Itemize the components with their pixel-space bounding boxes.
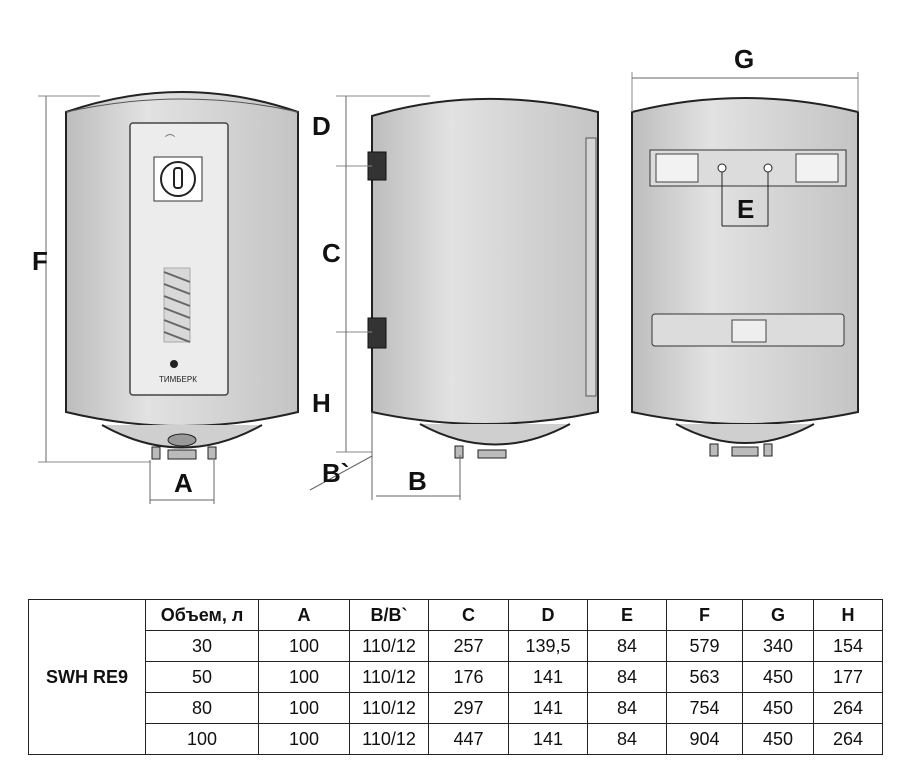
label-e: E xyxy=(737,194,754,224)
table-cell: 100 xyxy=(258,630,350,662)
table-cell: 579 xyxy=(666,630,743,662)
table-row: 50 100 110/12 176 141 84 563 450 177 xyxy=(29,661,883,693)
table-cell: 84 xyxy=(587,723,667,755)
table-cell: 84 xyxy=(587,692,667,724)
header-f: F xyxy=(666,599,743,631)
table-cell: 110/12 xyxy=(349,661,429,693)
table-cell: 141 xyxy=(508,692,588,724)
label-d: D xyxy=(312,111,331,141)
table-cell: 110/12 xyxy=(349,692,429,724)
table-row: 100 100 110/12 447 141 84 904 450 264 xyxy=(29,723,883,755)
table-cell: 100 xyxy=(145,723,259,755)
header-h: H xyxy=(813,599,883,631)
table-cell: 904 xyxy=(666,723,743,755)
svg-text:⌒: ⌒ xyxy=(165,134,175,146)
label-h: H xyxy=(312,388,331,418)
header-e: E xyxy=(587,599,667,631)
label-b-prime: B` xyxy=(322,458,349,488)
label-c: C xyxy=(322,238,341,268)
table-cell: 100 xyxy=(258,661,350,693)
header-volume: Объем, л xyxy=(145,599,259,631)
table-cell: 264 xyxy=(813,692,883,724)
table-cell: 100 xyxy=(258,692,350,724)
table-cell: 450 xyxy=(742,692,814,724)
table-cell: 141 xyxy=(508,661,588,693)
header-d: D xyxy=(508,599,588,631)
table-cell: 141 xyxy=(508,723,588,755)
table-cell: 257 xyxy=(428,630,509,662)
table-cell: 84 xyxy=(587,630,667,662)
table-cell: 30 xyxy=(145,630,259,662)
table-row: 30 100 110/12 257 139,5 84 579 340 154 xyxy=(29,630,883,662)
label-g: G xyxy=(734,44,754,74)
table-cell: 450 xyxy=(742,723,814,755)
model-cell: SWH RE9 xyxy=(28,599,146,755)
label-b: B xyxy=(408,466,427,496)
bottom-bracket xyxy=(367,317,387,349)
table-cell: 563 xyxy=(666,661,743,693)
spec-table: SWH RE9 Объем, л A B/B` C D E F G H 30 1… xyxy=(28,599,883,755)
table-cell: 297 xyxy=(428,692,509,724)
label-f: F xyxy=(32,246,48,276)
table-cell: 154 xyxy=(813,630,883,662)
label-a: A xyxy=(174,468,193,498)
table-cell: 50 xyxy=(145,661,259,693)
side-view: D C H B` B xyxy=(309,95,599,500)
header-b: B/B` xyxy=(349,599,429,631)
brand-logo-icon xyxy=(170,360,178,368)
table-cell: 139,5 xyxy=(508,630,588,662)
front-view: ⌒ ТИМБЕРК F A xyxy=(32,91,299,504)
table-cell: 177 xyxy=(813,661,883,693)
table-cell: 447 xyxy=(428,723,509,755)
technical-drawing: ⌒ ТИМБЕРК F A D C H xyxy=(32,44,859,504)
header-c: C xyxy=(428,599,509,631)
table-cell: 754 xyxy=(666,692,743,724)
back-view: E G xyxy=(631,44,859,457)
table-cell: 80 xyxy=(145,692,259,724)
table-cell: 176 xyxy=(428,661,509,693)
table-cell: 450 xyxy=(742,661,814,693)
table-cell: 110/12 xyxy=(349,630,429,662)
table-header-row: SWH RE9 Объем, л A B/B` C D E F G H xyxy=(28,599,883,755)
table-cell: 340 xyxy=(742,630,814,662)
table-cell: 84 xyxy=(587,661,667,693)
table-cell: 110/12 xyxy=(349,723,429,755)
header-g: G xyxy=(742,599,814,631)
header-a: A xyxy=(258,599,350,631)
brand-logo-text: ТИМБЕРК xyxy=(159,375,197,384)
table-row: 80 100 110/12 297 141 84 754 450 264 xyxy=(29,692,883,724)
table-cell: 264 xyxy=(813,723,883,755)
table-cell: 100 xyxy=(258,723,350,755)
